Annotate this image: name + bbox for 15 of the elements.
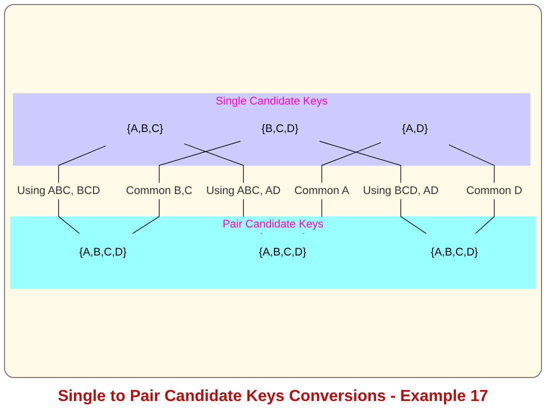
connector bbox=[132, 140, 242, 234]
node-text: {B,C,D} bbox=[262, 123, 298, 136]
edge-label: Common B,C bbox=[126, 184, 192, 197]
node-text: {A,B,C} bbox=[126, 123, 164, 136]
edge-label: Common D bbox=[466, 184, 522, 197]
edge-label: Using ABC, AD bbox=[206, 184, 281, 197]
edge-label: Common A bbox=[294, 184, 350, 197]
caption: Single to Pair Candidate Keys Conversions - Example 17 bbox=[56, 387, 490, 407]
node-text: {A,B,C,D} bbox=[258, 246, 306, 258]
edge-label: Using ABC, BCD bbox=[17, 184, 100, 197]
connector bbox=[318, 140, 427, 234]
node-text: {A,B,C,D} bbox=[79, 246, 127, 258]
node-text: {A,B,C,D} bbox=[430, 246, 478, 258]
node-text: {A,D} bbox=[402, 123, 428, 136]
edge-label: Using BCD, AD bbox=[362, 184, 439, 197]
